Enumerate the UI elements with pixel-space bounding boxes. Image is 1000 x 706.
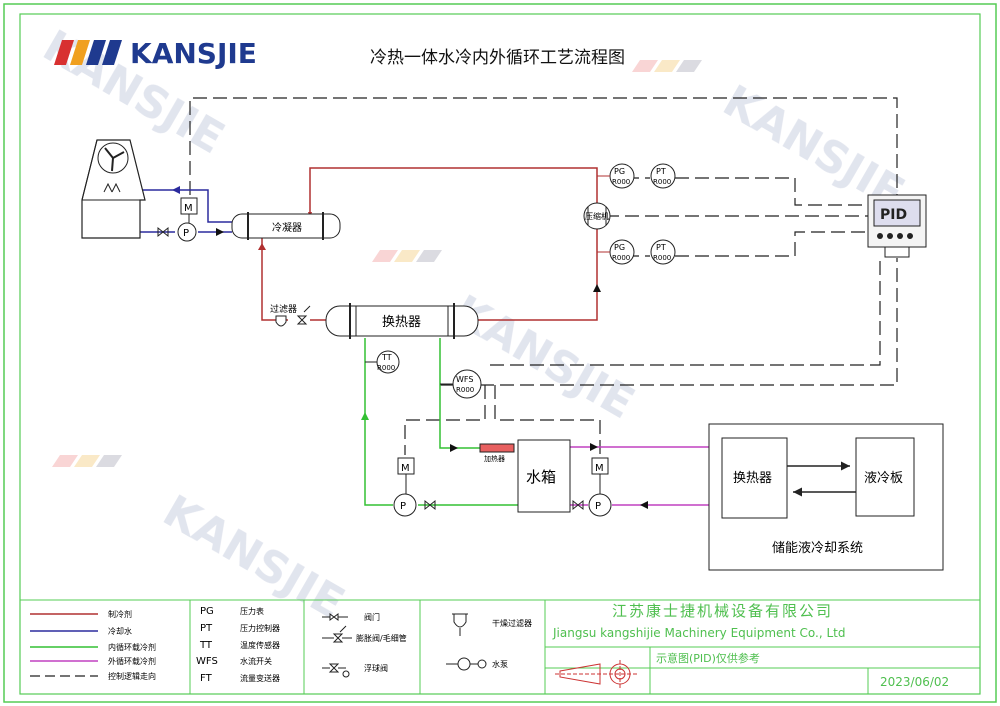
drawing-date: 2023/06/02 bbox=[880, 675, 949, 689]
inner-frame bbox=[19, 13, 981, 695]
heater: 加热器 bbox=[479, 443, 515, 463]
legend-line-4: 控制逻辑走向 bbox=[108, 671, 156, 681]
wfs-reading: R000 bbox=[456, 386, 474, 394]
pt-bottom-reading: R000 bbox=[653, 254, 671, 262]
heat-exchanger: 换热器 bbox=[325, 303, 479, 339]
compressor: 压缩机 bbox=[583, 202, 611, 230]
valve-icon bbox=[322, 613, 348, 621]
company-name-cn: 江苏康士捷机械设备有限公司 bbox=[612, 602, 833, 620]
pid-label: PID bbox=[880, 207, 907, 223]
condenser-label: 冷凝器 bbox=[272, 221, 302, 234]
cooling-tower bbox=[81, 139, 146, 239]
symbol-label-3: 干燥过滤器 bbox=[492, 618, 532, 628]
heat-exchanger-label: 换热器 bbox=[382, 315, 421, 330]
expansion-valve-icon bbox=[322, 625, 352, 643]
legend-line-0: 制冷剂 bbox=[108, 609, 132, 619]
compressor-label: 压缩机 bbox=[585, 211, 609, 221]
water-flow-switch: WFS R000 bbox=[440, 369, 482, 399]
legend-line-1: 冷却水 bbox=[108, 626, 132, 636]
tt-code: TT bbox=[381, 353, 392, 362]
cw-valve-icon bbox=[157, 226, 169, 238]
storage-system-label: 储能液冷却系统 bbox=[772, 541, 863, 556]
symbol-label-2: 浮球阀 bbox=[364, 663, 388, 673]
legend-table: 制冷剂 冷却水 内循环载冷剂 外循环载冷剂 控制逻辑走向 PG 压力表 PT 压… bbox=[20, 599, 980, 694]
abbr-code-3: WFS bbox=[196, 656, 218, 667]
pt-top-code: PT bbox=[656, 167, 666, 176]
abbr-code-0: PG bbox=[200, 606, 214, 617]
abbr-desc-0: 压力表 bbox=[240, 606, 264, 616]
brand-name: KANSJIE bbox=[130, 37, 257, 70]
water-tank-label: 水箱 bbox=[526, 468, 556, 486]
pid-controller: PID bbox=[867, 194, 927, 258]
condenser: 冷凝器 bbox=[231, 212, 341, 240]
inner-motor-label: M bbox=[401, 463, 410, 474]
cw-pump-label: P bbox=[183, 228, 189, 239]
fan-icon bbox=[97, 142, 129, 174]
abbr-desc-4: 流量变送器 bbox=[240, 673, 280, 683]
abbr-desc-3: 水流开关 bbox=[240, 656, 272, 666]
symbol-label-0: 阀门 bbox=[364, 612, 380, 622]
heater-label: 加热器 bbox=[484, 454, 505, 463]
watermark-3: KANSJIE bbox=[445, 285, 643, 429]
outer-pump-label: P bbox=[595, 501, 601, 512]
symbol-label-4: 水泵 bbox=[492, 659, 508, 669]
pt-top-reading: R000 bbox=[653, 178, 671, 186]
abbr-code-1: PT bbox=[200, 623, 213, 634]
dry-filter-icon bbox=[452, 613, 468, 628]
pt-bottom-code: PT bbox=[656, 243, 666, 252]
gauge-pt-top: PT R000 bbox=[650, 163, 676, 189]
legend-line-2: 内循环载冷剂 bbox=[108, 642, 156, 652]
abbr-code-2: TT bbox=[199, 640, 213, 651]
water-tank: 水箱 bbox=[517, 439, 571, 513]
company-name-en: Jiangsu kangshijie Machinery Equipment C… bbox=[552, 626, 846, 640]
tt-reading: R000 bbox=[377, 364, 395, 372]
abbr-desc-1: 压力控制器 bbox=[240, 623, 280, 633]
outer-loop-pump: M P bbox=[572, 457, 612, 517]
outer-motor-label: M bbox=[595, 463, 604, 474]
watermark-stripes bbox=[52, 60, 702, 467]
abbr-desc-2: 温度传感器 bbox=[240, 640, 280, 650]
refrigerant-lines bbox=[261, 167, 598, 321]
cold-plate-label: 液冷板 bbox=[864, 471, 903, 486]
outer-frame bbox=[3, 3, 997, 703]
pid-note: 示意图(PID)仅供参考 bbox=[656, 651, 760, 665]
projection-symbol-icon bbox=[555, 660, 638, 688]
gauge-pt-bottom: PT R000 bbox=[650, 239, 676, 265]
legend-line-3: 外循环载冷剂 bbox=[108, 656, 156, 666]
brand-logo: KANSJIE bbox=[54, 37, 257, 70]
wfs-code: WFS bbox=[456, 375, 473, 384]
filter-label: 过滤器 bbox=[270, 303, 297, 315]
symbol-label-1: 膨胀阀/毛细管 bbox=[356, 633, 407, 643]
storage-cooling-system: 换热器 液冷板 储能液冷却系统 bbox=[708, 423, 944, 571]
pg-top-code: PG bbox=[614, 167, 625, 176]
flow-arrows bbox=[172, 186, 648, 509]
water-pump-icon bbox=[446, 657, 487, 671]
gauge-pg-top: PG R000 bbox=[609, 163, 635, 189]
float-valve-icon bbox=[322, 663, 346, 673]
diagram-title: 冷热一体水冷内外循环工艺流程图 bbox=[370, 48, 625, 68]
expansion-valve bbox=[296, 315, 308, 325]
inner-loop-pump: M P bbox=[393, 457, 436, 517]
abbr-code-4: FT bbox=[200, 673, 213, 684]
pg-top-reading: R000 bbox=[612, 178, 630, 186]
cooling-water-pump: M P bbox=[157, 197, 198, 242]
storage-hx-label: 换热器 bbox=[733, 471, 772, 486]
pg-bottom-code: PG bbox=[614, 243, 625, 252]
inner-pump-label: P bbox=[400, 501, 406, 512]
filter-group: 过滤器 bbox=[270, 303, 311, 327]
pg-bottom-reading: R000 bbox=[612, 254, 630, 262]
gauge-pg-bottom: PG R000 bbox=[609, 239, 635, 265]
cw-motor-label: M bbox=[184, 203, 193, 214]
temperature-sensor: TT R000 bbox=[365, 350, 400, 374]
